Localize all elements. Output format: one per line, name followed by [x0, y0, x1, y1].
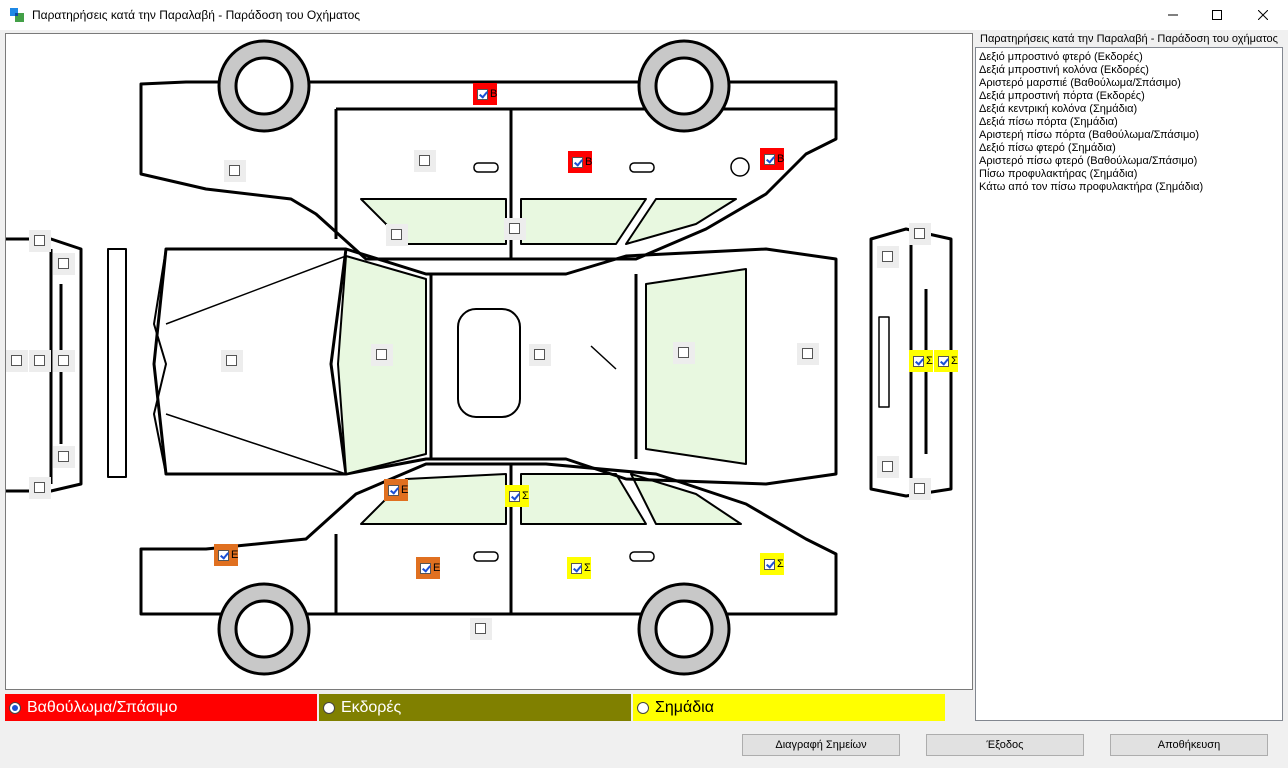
minimize-icon [1168, 14, 1178, 16]
mark-checkbox[interactable] [938, 355, 949, 367]
point-checkbox[interactable] [29, 477, 51, 499]
damage-mark[interactable]: B [760, 148, 785, 170]
point-checkbox[interactable] [221, 350, 243, 372]
point-checkbox[interactable] [53, 446, 75, 468]
observation-item[interactable]: Αριστερή πίσω πόρτα (Βαθούλωμα/Σπάσιμο) [979, 129, 1200, 141]
point-checkbox[interactable] [909, 223, 931, 245]
app-icon [10, 8, 24, 22]
observation-item[interactable]: Δεξιό πίσω φτερό (Σημάδια) [979, 142, 1116, 154]
panel-header: Παρατηρήσεις κατά την Παραλαβή - Παράδοσ… [980, 33, 1278, 45]
maximize-icon [1212, 10, 1222, 20]
observation-item[interactable]: Δεξιό μπροστινό φτερό (Εκδορές) [979, 51, 1143, 63]
window-title: Παρατηρήσεις κατά την Παραλαβή - Παράδοσ… [32, 8, 361, 22]
point-checkbox[interactable] [470, 618, 492, 640]
point-checkbox[interactable] [371, 344, 393, 366]
radio-icon[interactable] [323, 701, 335, 714]
point-checkbox[interactable] [29, 350, 51, 372]
observations-list[interactable]: Δεξιό μπροστινό φτερό (Εκδορές)Δεξιά μπρ… [975, 47, 1283, 721]
damage-mark[interactable]: Σ [909, 350, 933, 372]
observation-item[interactable]: Δεξιά μπροστινή κολόνα (Εκδορές) [979, 64, 1149, 76]
close-icon [1258, 10, 1268, 20]
point-checkbox[interactable] [504, 218, 526, 240]
observation-item[interactable]: Κάτω από τον πίσω προφυλακτήρα (Σημάδια) [979, 181, 1204, 193]
radio-icon[interactable] [637, 701, 649, 714]
point-checkbox[interactable] [797, 343, 819, 365]
mark-checkbox[interactable] [764, 153, 775, 165]
observation-item[interactable]: Δεξιά μπροστινή πόρτα (Εκδορές) [979, 90, 1145, 102]
minimize-button[interactable] [1150, 0, 1196, 30]
point-checkbox[interactable] [386, 224, 408, 246]
damage-mark[interactable]: Σ [934, 350, 958, 372]
damage-mark[interactable]: Σ [567, 557, 591, 579]
legend-dent[interactable]: Βαθούλωμα/Σπάσιμο [5, 694, 317, 721]
point-checkbox[interactable] [877, 246, 899, 268]
observations-panel: Παρατηρήσεις κατά την Παραλαβή - Παράδοσ… [974, 33, 1284, 721]
delete-points-button[interactable]: Διαγραφή Σημείων [742, 734, 900, 756]
damage-mark[interactable]: E [214, 544, 239, 566]
mark-checkbox[interactable] [509, 490, 520, 502]
title-bar: Παρατηρήσεις κατά την Παραλαβή - Παράδοσ… [0, 0, 1288, 30]
damage-mark[interactable]: E [416, 557, 441, 579]
mark-checkbox[interactable] [572, 156, 583, 168]
observation-item[interactable]: Αριστερό μαρσπιέ (Βαθούλωμα/Σπάσιμο) [979, 77, 1181, 89]
legend-marks[interactable]: Σημάδια [633, 694, 945, 721]
point-checkbox[interactable] [53, 350, 75, 372]
mark-checkbox[interactable] [913, 355, 924, 367]
maximize-button[interactable] [1194, 0, 1240, 30]
mark-checkbox[interactable] [764, 558, 775, 570]
damage-mark[interactable]: Σ [505, 485, 529, 507]
point-checkbox[interactable] [53, 253, 75, 275]
observation-item[interactable]: Δεξιά πίσω πόρτα (Σημάδια) [979, 116, 1118, 128]
point-checkbox[interactable] [414, 150, 436, 172]
observation-item[interactable]: Πίσω προφυλακτήρας (Σημάδια) [979, 168, 1138, 180]
point-checkbox[interactable] [877, 456, 899, 478]
exit-button[interactable]: Έξοδος [926, 734, 1084, 756]
observation-item[interactable]: Δεξιά κεντρική κολόνα (Σημάδια) [979, 103, 1138, 115]
radio-icon[interactable] [9, 701, 21, 714]
point-checkbox[interactable] [29, 230, 51, 252]
close-button[interactable] [1240, 0, 1286, 30]
point-checkbox[interactable] [529, 344, 551, 366]
point-checkbox[interactable] [6, 350, 28, 372]
point-checkbox[interactable] [909, 478, 931, 500]
mark-checkbox[interactable] [477, 88, 488, 100]
point-checkbox[interactable] [224, 160, 246, 182]
save-button[interactable]: Αποθήκευση [1110, 734, 1268, 756]
car-diagram[interactable]: B B B E Σ E E Σ Σ Σ Σ [5, 33, 973, 690]
damage-mark[interactable]: Σ [760, 553, 784, 575]
mark-checkbox[interactable] [218, 549, 229, 561]
observation-item[interactable]: Αριστερό πίσω φτερό (Βαθούλωμα/Σπάσιμο) [979, 155, 1198, 167]
legend-scratches[interactable]: Εκδορές [319, 694, 631, 721]
mark-checkbox[interactable] [571, 562, 582, 574]
point-checkbox[interactable] [673, 342, 695, 364]
damage-mark[interactable]: E [384, 479, 409, 501]
damage-mark[interactable]: B [473, 83, 498, 105]
car-outline [6, 39, 953, 676]
mark-checkbox[interactable] [420, 562, 431, 574]
mark-checkbox[interactable] [388, 484, 399, 496]
damage-mark[interactable]: B [568, 151, 593, 173]
